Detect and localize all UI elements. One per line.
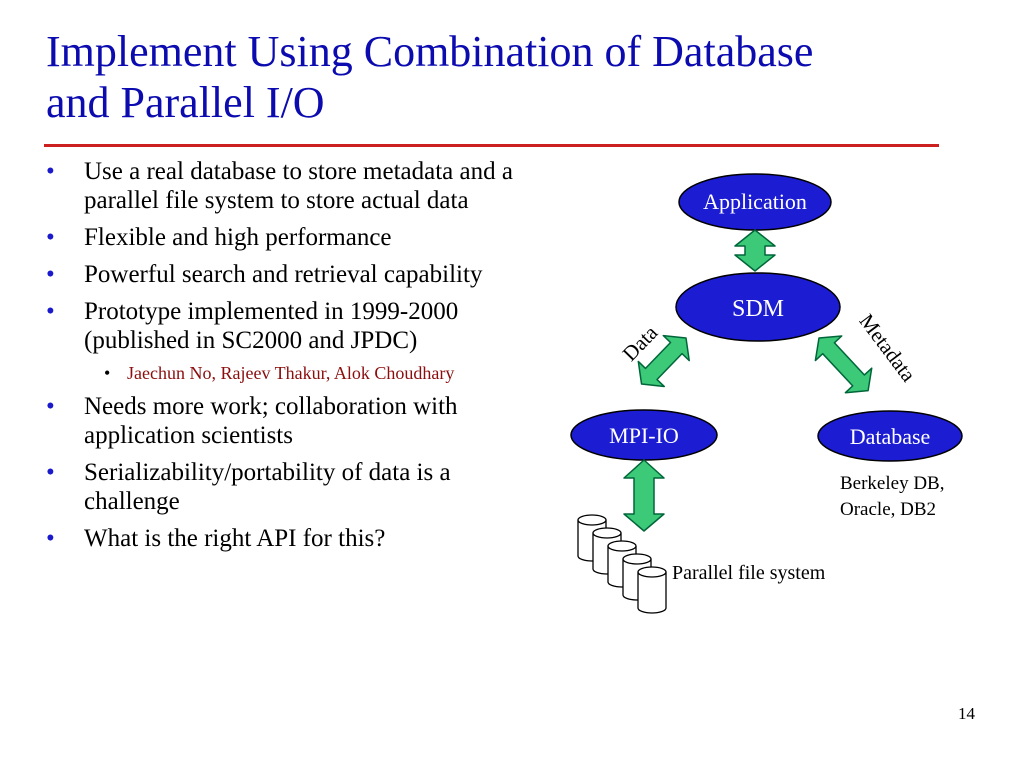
bullet-text: Flexible and high performance xyxy=(84,224,392,251)
bullet-item: • Flexible and high performance xyxy=(46,223,536,252)
title-line-1: Implement Using Combination of Database xyxy=(46,27,814,76)
bullet-marker: • xyxy=(104,363,111,383)
sdm-label: SDM xyxy=(732,296,784,322)
bullet-list: • Use a real database to store metadata a… xyxy=(46,157,536,561)
bullet-text: Needs more work; collaboration with appl… xyxy=(84,393,458,449)
bullet-item: • Prototype implemented in 1999-2000 (pub… xyxy=(46,297,536,355)
db-examples-line-2: Oracle, DB2 xyxy=(840,499,936,520)
database-node xyxy=(817,410,963,462)
sdm-mpiio-arrow xyxy=(637,334,690,388)
bullet-item: • What is the right API for this? xyxy=(46,524,536,553)
bullet-marker: • xyxy=(46,393,55,420)
bullet-item: • Needs more work; collaboration with app… xyxy=(46,392,536,450)
bullet-marker: • xyxy=(46,298,55,325)
bullet-item: • Serializability/portability of data is … xyxy=(46,458,536,516)
title-line-2: and Parallel I/O xyxy=(46,78,325,127)
bullet-marker: • xyxy=(46,224,55,251)
db-examples-line-1: Berkeley DB, xyxy=(840,473,944,494)
sdm-database-arrow xyxy=(814,335,873,394)
parallel-file-system-label: Parallel file system xyxy=(672,562,826,584)
bullet-text: Powerful search and retrieval capability xyxy=(84,261,483,288)
bullet-item: • Use a real database to store metadata a… xyxy=(46,157,536,215)
bullet-item: • Powerful search and retrieval capabilit… xyxy=(46,260,536,289)
sub-bullet-text: Jaechun No, Rajeev Thakur, Alok Choudhar… xyxy=(127,363,455,383)
sub-bullet-item: • Jaechun No, Rajeev Thakur, Alok Choudha… xyxy=(46,363,536,384)
bullet-marker: • xyxy=(46,261,55,288)
application-sdm-arrow xyxy=(734,229,776,272)
bullet-marker: • xyxy=(46,459,55,486)
slide-title: Implement Using Combination of Database … xyxy=(46,26,976,128)
mpiio-pfs-arrow xyxy=(623,459,665,532)
mpiio-label: MPI-IO xyxy=(609,423,679,448)
bullet-text: Use a real database to store metadata an… xyxy=(84,158,513,214)
application-label: Application xyxy=(703,189,807,214)
disk-stack-icon xyxy=(577,514,667,614)
database-label: Database xyxy=(850,424,931,449)
bullet-text: Serializability/portability of data is a… xyxy=(84,459,451,515)
bullet-marker: • xyxy=(46,158,55,185)
page-number: 14 xyxy=(958,704,975,723)
bullet-marker: • xyxy=(46,525,55,552)
title-underline xyxy=(44,144,939,147)
bullet-text: Prototype implemented in 1999-2000 (publ… xyxy=(84,298,459,354)
sdm-node xyxy=(675,272,841,342)
bullet-text: What is the right API for this? xyxy=(84,525,386,552)
